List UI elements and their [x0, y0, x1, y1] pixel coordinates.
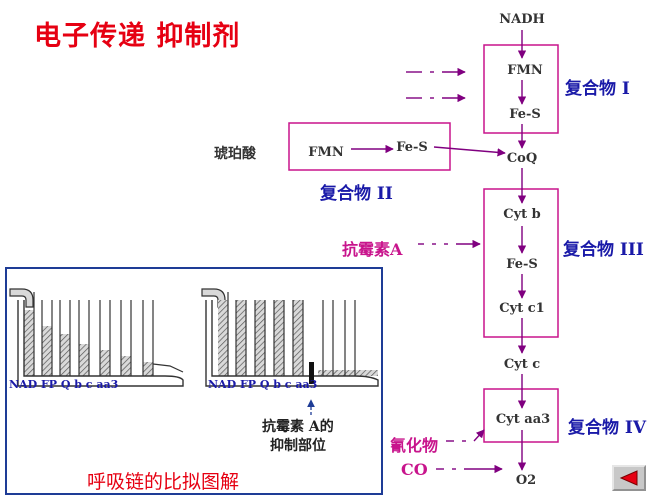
cyt-c-label: Cyt c	[503, 357, 541, 372]
complex-4-label: 复合物 IV	[568, 418, 647, 438]
cyt-aa3-label: Cyt aa3	[495, 412, 551, 427]
main-chain-arrows	[351, 30, 527, 471]
right-water-analogy	[201, 288, 379, 415]
complex-4-box	[483, 388, 559, 443]
co-label: CO	[401, 460, 428, 479]
input-arrows-complex-1	[406, 67, 466, 103]
right-analogy-axis-labels: NAD FP Q b c aa3	[208, 378, 318, 391]
complex-1-label: 复合物 I	[565, 79, 630, 99]
coq-label: CoQ	[506, 151, 538, 166]
cyt-b-label: Cyt b	[503, 207, 541, 222]
complex-2-label: 复合物 II	[320, 184, 393, 204]
cyanide-label: 氰化物	[390, 436, 439, 455]
complex-1-box	[483, 44, 559, 134]
antimycin-a-label: 抗霉素A	[342, 240, 403, 259]
page-title: 电子传递 抑制剂	[34, 21, 241, 52]
left-water-analogy	[9, 288, 184, 387]
nadh-label: NADH	[499, 12, 545, 27]
complex-2-box	[288, 122, 451, 171]
inhibitor-arrows	[418, 239, 503, 474]
fes-complex3-label: Fe-S	[506, 257, 538, 272]
left-analogy-axis-labels: NAD FP Q b c aa3	[9, 378, 119, 391]
complex-3-label: 复合物 III	[563, 240, 644, 260]
antimycin-site-caption-line1: 抗霉素 A的	[262, 419, 334, 435]
fes-complex2-label: Fe-S	[396, 140, 428, 155]
previous-slide-button[interactable]	[612, 465, 646, 491]
fmn-complex2-label: FMN	[308, 145, 344, 160]
fes-complex1-label: Fe-S	[509, 107, 541, 122]
succinate-label: 琥珀酸	[214, 146, 256, 162]
antimycin-site-caption-line2: 抑制部位	[270, 438, 326, 454]
complex-3-box	[483, 188, 559, 338]
cyt-c1-label: Cyt c1	[499, 301, 545, 316]
fmn-complex1-label: FMN	[507, 63, 543, 78]
analogy-frame	[5, 267, 383, 495]
o2-label: O2	[515, 473, 537, 488]
previous-slide-arrow-icon	[619, 470, 638, 486]
analogy-footer-title: 呼吸链的比拟图解	[87, 471, 240, 493]
